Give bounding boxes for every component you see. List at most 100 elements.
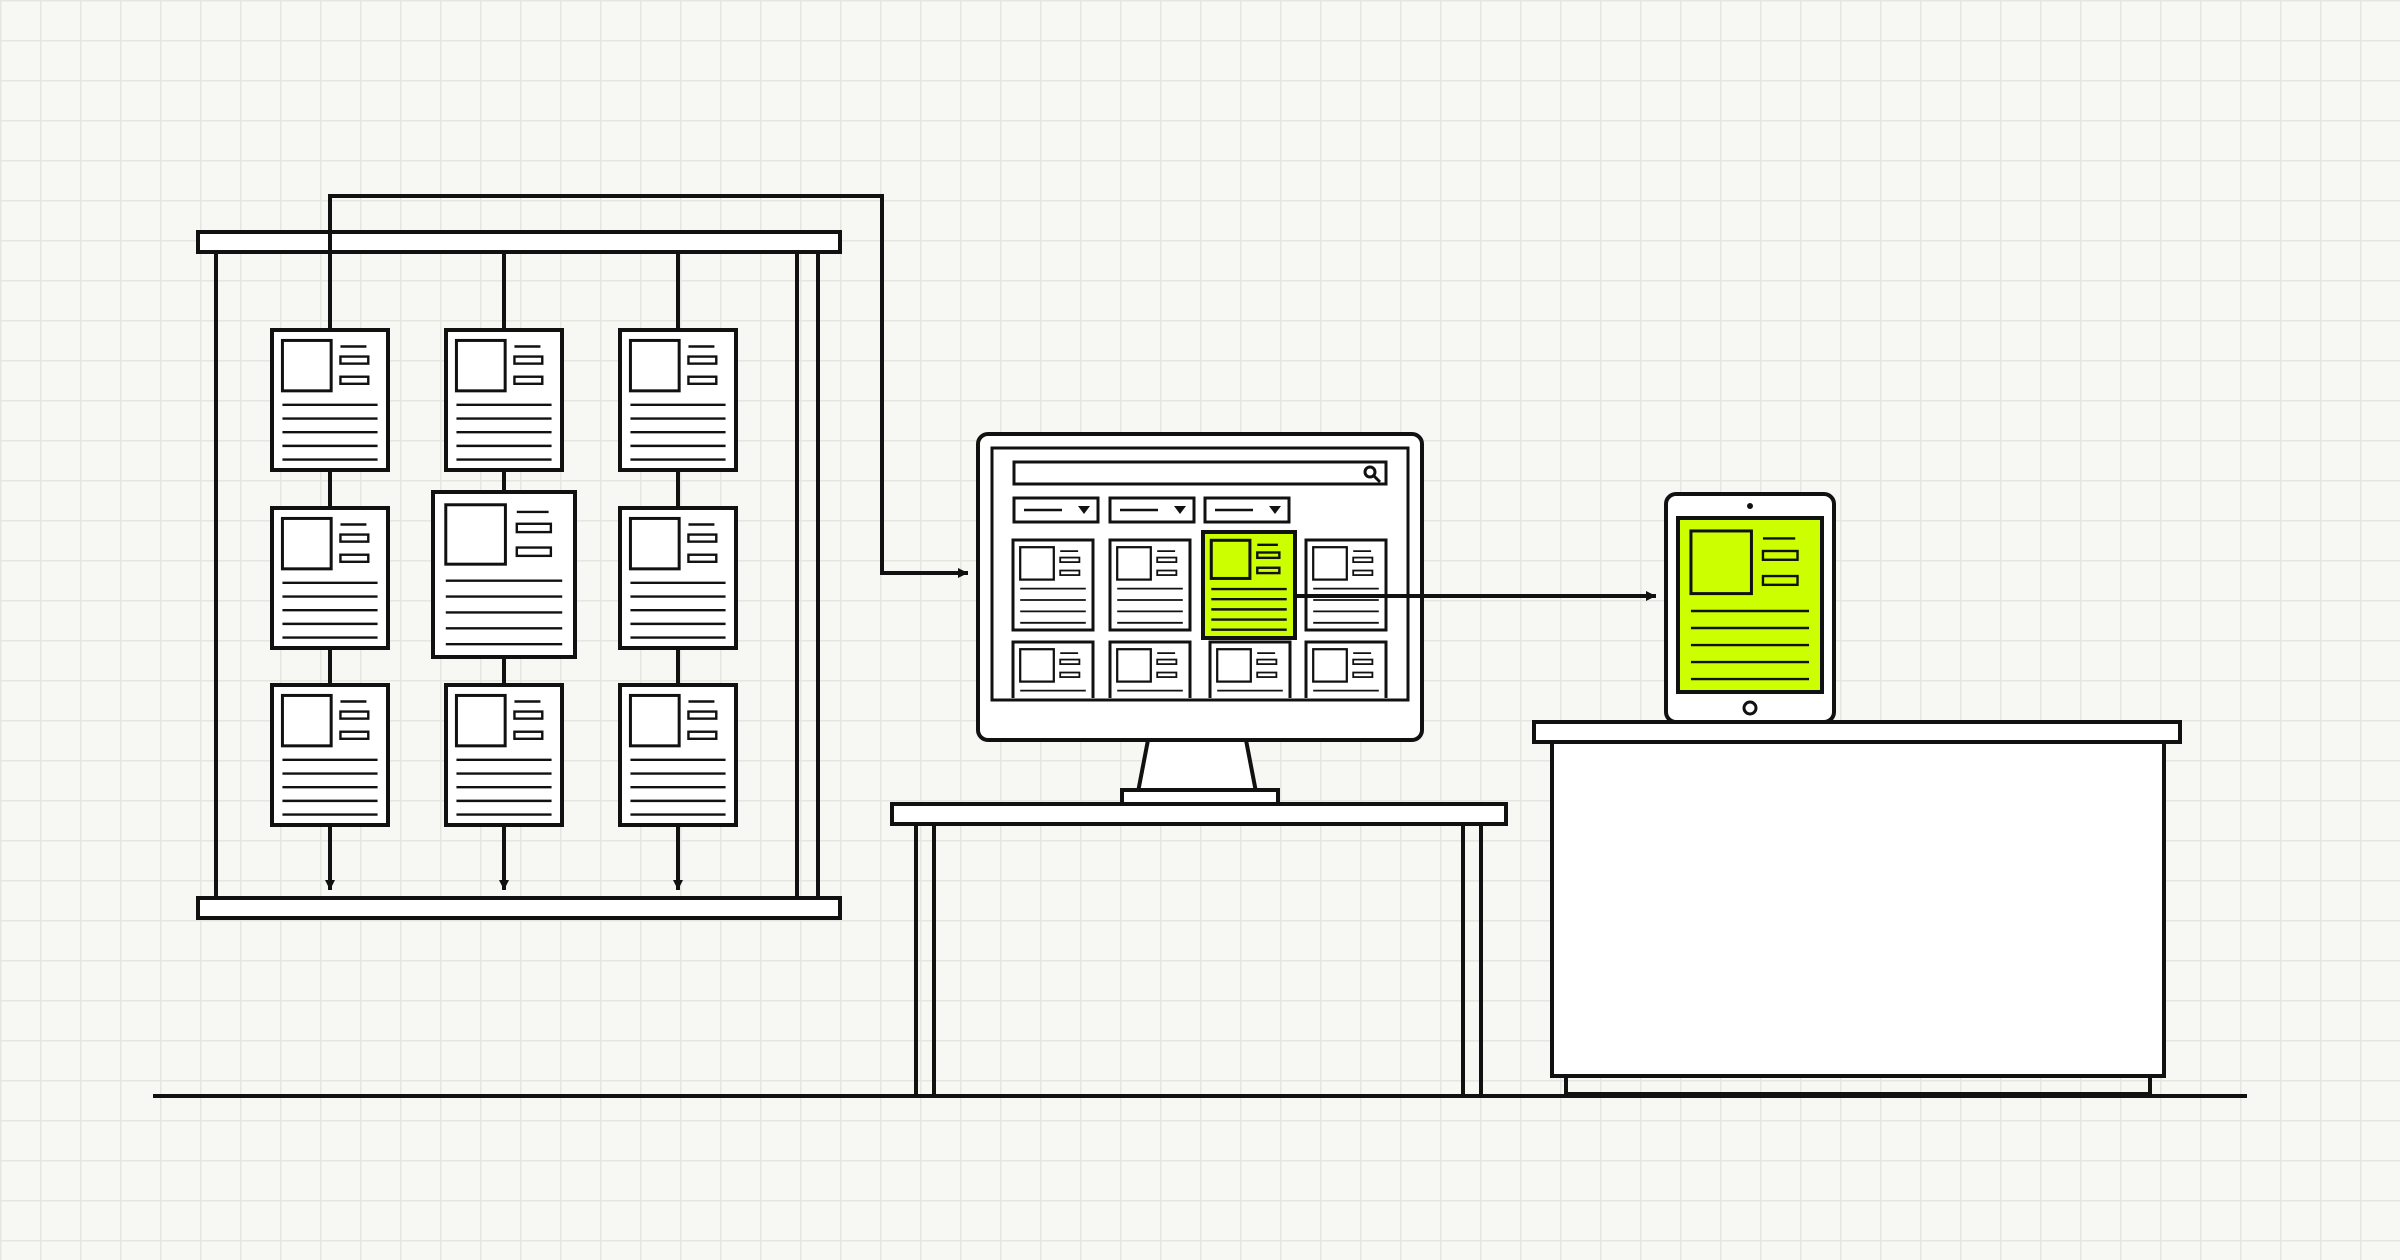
text-line — [687, 533, 718, 543]
text-line — [339, 375, 370, 385]
text-line — [1059, 556, 1081, 564]
rack-document-card — [270, 328, 390, 472]
text-line — [513, 730, 544, 740]
desk — [890, 802, 1508, 1098]
flow-arrow-to-monitor — [328, 194, 968, 578]
image-placeholder-icon — [1019, 546, 1055, 581]
rack-bottom-beam — [196, 896, 842, 920]
text-line — [1761, 574, 1799, 587]
text-line — [515, 522, 553, 534]
text-line — [1256, 671, 1278, 678]
result-card[interactable] — [1108, 640, 1192, 732]
image-placeholder-icon — [1216, 648, 1252, 683]
result-row-2 — [1011, 640, 1388, 732]
result-card[interactable] — [1108, 538, 1192, 632]
rack-document-card — [270, 506, 390, 650]
card-frame — [1208, 640, 1292, 698]
image-placeholder-icon — [1019, 648, 1055, 683]
image-placeholder-icon — [1209, 538, 1252, 580]
rack-document-card — [618, 328, 738, 472]
text-line — [1352, 556, 1374, 564]
monitor-stand-base — [1120, 788, 1280, 806]
chevron-down-icon — [1078, 506, 1090, 514]
text-line — [1059, 658, 1081, 666]
rack-top-beam — [196, 230, 842, 254]
desk-top — [890, 802, 1508, 826]
text-line — [1352, 658, 1374, 666]
text-line — [1156, 658, 1178, 666]
text-line — [513, 375, 544, 385]
result-card[interactable] — [1304, 538, 1388, 632]
result-card[interactable] — [1304, 640, 1388, 732]
counter-base — [1564, 1074, 2152, 1096]
counter-body — [1550, 740, 2166, 1078]
text-line — [1156, 671, 1178, 678]
image-placeholder-icon — [1312, 648, 1348, 683]
text-line — [513, 355, 544, 365]
archive-rack — [196, 230, 842, 920]
tablet-home-button[interactable] — [1742, 700, 1758, 716]
text-line — [339, 710, 370, 720]
text-line — [513, 710, 544, 720]
text-line — [1256, 551, 1281, 560]
image-placeholder-icon — [280, 693, 333, 748]
text-line — [1256, 566, 1281, 575]
filter-dropdown[interactable] — [1203, 496, 1291, 524]
image-placeholder-icon — [444, 503, 507, 566]
image-placeholder-icon — [454, 693, 507, 748]
image-placeholder-icon — [628, 516, 681, 571]
tablet-camera-dot — [1747, 503, 1753, 509]
text-line — [687, 375, 718, 385]
rack-document-card — [444, 328, 564, 472]
text-line — [339, 730, 370, 740]
image-placeholder-icon — [454, 338, 507, 393]
search-icon[interactable] — [1363, 465, 1382, 484]
text-line — [1156, 556, 1178, 564]
text-line — [1059, 671, 1081, 678]
text-line — [687, 710, 718, 720]
rack-document-card — [618, 506, 738, 650]
result-card[interactable] — [1011, 538, 1095, 632]
image-placeholder-icon — [1312, 546, 1348, 581]
monitor-filter-dropdowns — [1012, 496, 1291, 524]
text-line — [339, 533, 370, 543]
text-line — [1156, 569, 1178, 576]
selected-result-card[interactable] — [1201, 530, 1297, 640]
image-placeholder-icon — [280, 338, 333, 393]
result-card[interactable] — [1208, 640, 1292, 732]
image-placeholder-icon — [1116, 546, 1152, 581]
text-line — [339, 553, 370, 563]
counter — [1532, 720, 2182, 1096]
rack-document-card — [618, 683, 738, 827]
result-card[interactable] — [1011, 640, 1095, 732]
monitor-stand — [1135, 738, 1259, 794]
filter-dropdown[interactable] — [1012, 496, 1100, 524]
card-frame — [1011, 538, 1095, 632]
filter-dropdown[interactable] — [1108, 496, 1196, 524]
text-line — [515, 546, 553, 558]
image-placeholder-icon — [628, 338, 681, 393]
tablet-screen-card[interactable] — [1676, 516, 1824, 694]
monitor-result-cards — [1011, 530, 1388, 732]
rack-document-card — [431, 490, 577, 659]
text-line — [339, 355, 370, 365]
image-placeholder-icon — [1689, 529, 1753, 596]
text-line — [1059, 569, 1081, 576]
chevron-down-icon — [1269, 506, 1281, 514]
image-placeholder-icon — [1116, 648, 1152, 683]
text-line — [1352, 569, 1374, 576]
search-bar[interactable] — [1012, 460, 1388, 486]
rack-document-cards — [270, 328, 738, 827]
text-line — [1352, 671, 1374, 678]
text-line — [687, 355, 718, 365]
tablet-document-card[interactable] — [1676, 516, 1824, 694]
image-placeholder-icon — [280, 516, 333, 571]
rack-document-card — [444, 683, 564, 827]
rack-document-card — [270, 683, 390, 827]
image-placeholder-icon — [628, 693, 681, 748]
text-line — [687, 553, 718, 563]
chevron-down-icon — [1174, 506, 1186, 514]
text-line — [1256, 658, 1278, 666]
text-line — [1761, 549, 1799, 561]
